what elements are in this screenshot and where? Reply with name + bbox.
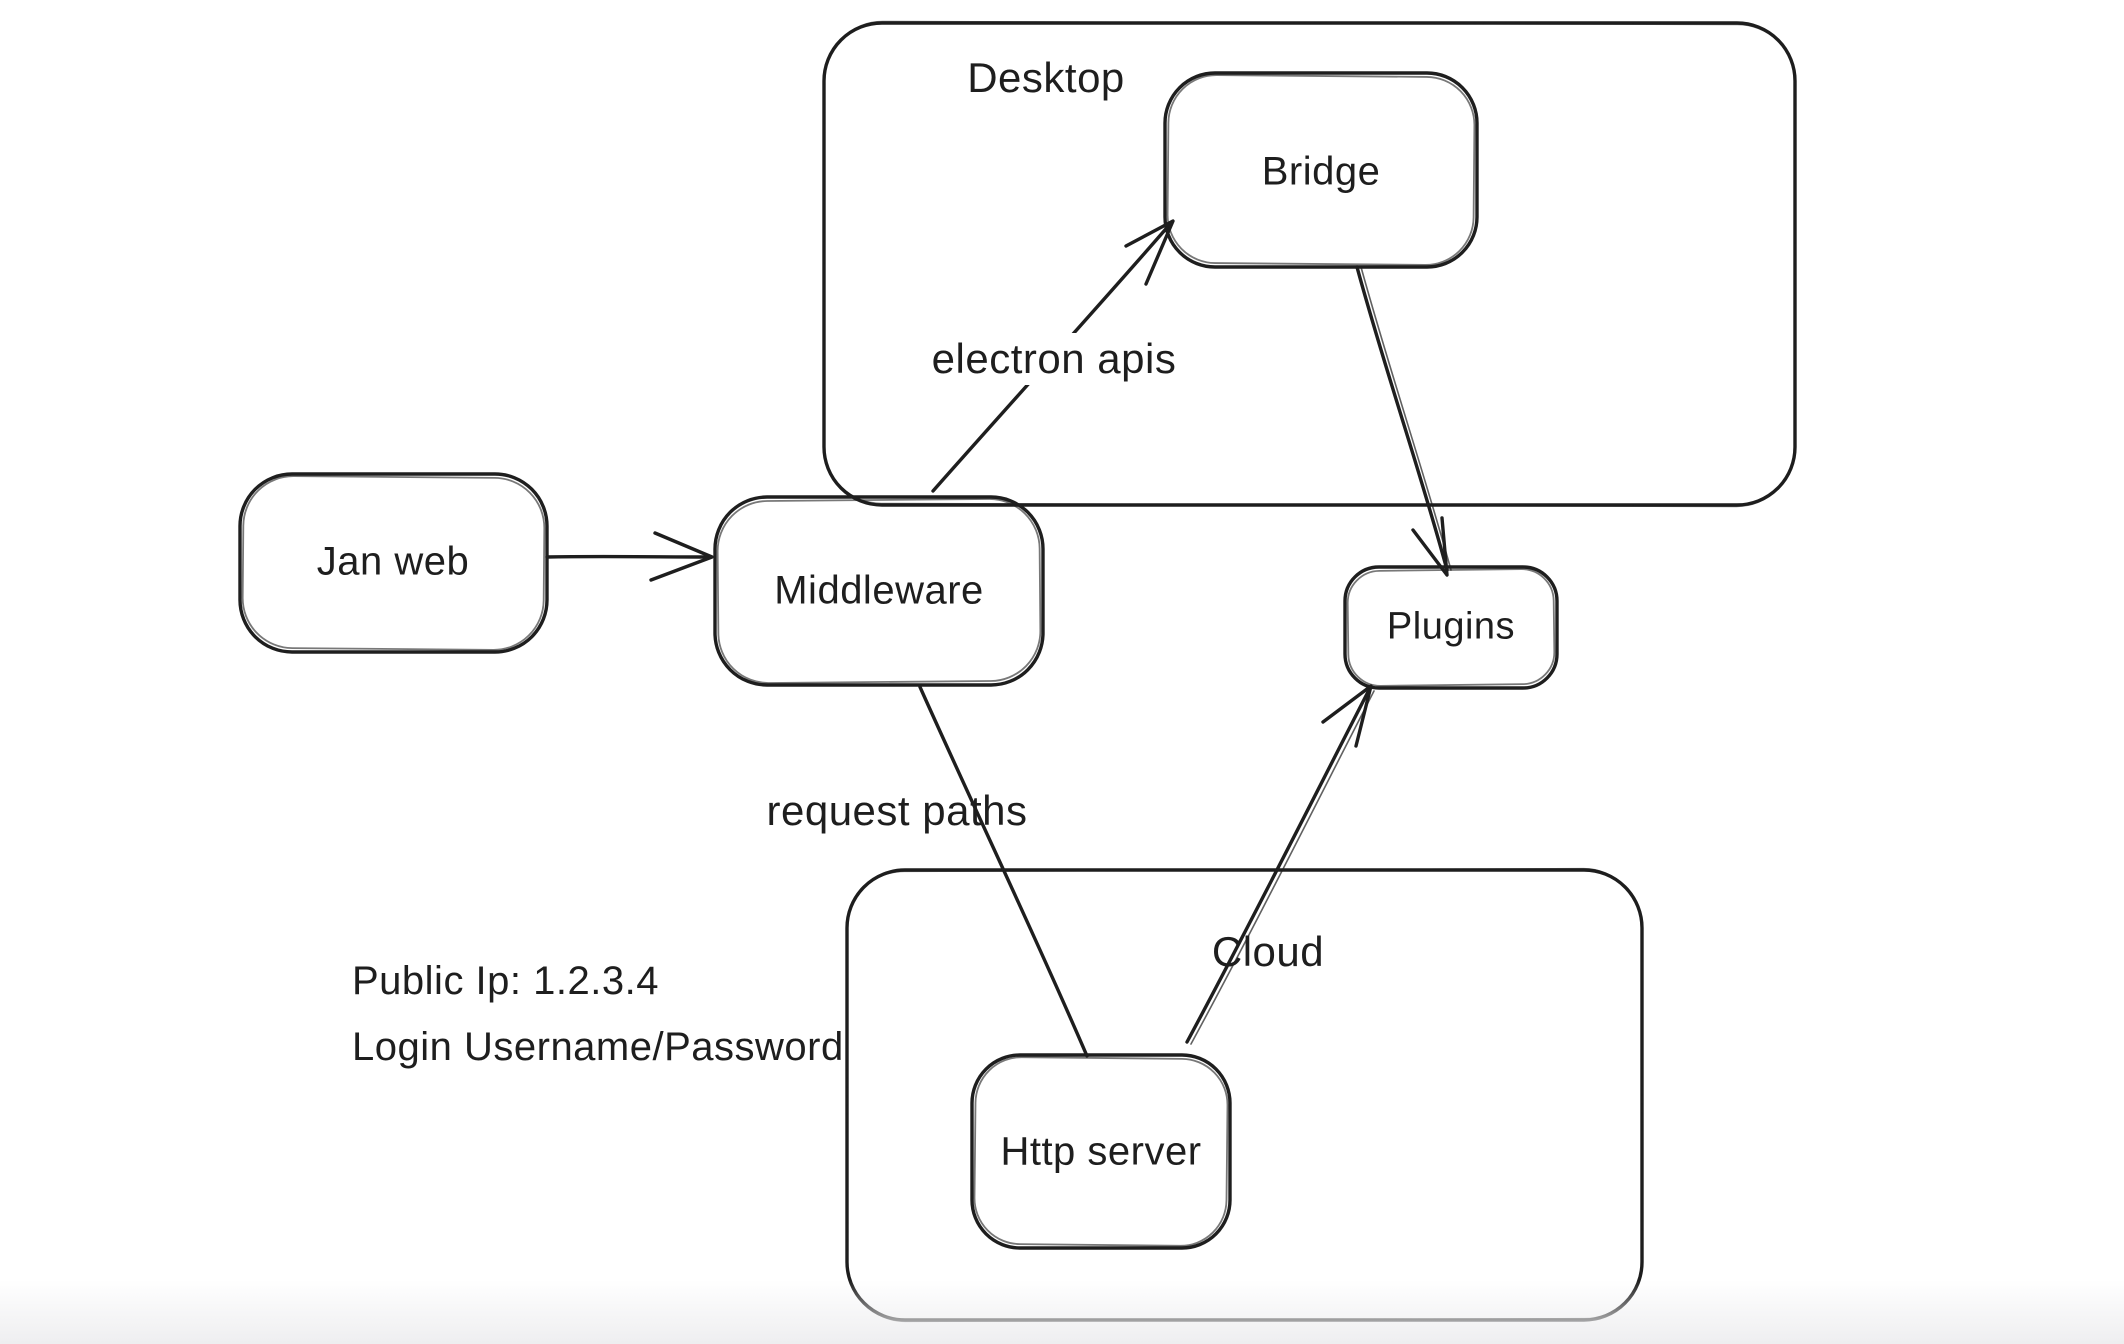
bridge-node-shape[interactable] bbox=[1163, 71, 1479, 269]
edge-line bbox=[1185, 686, 1372, 1044]
edge-line-sketch bbox=[1360, 266, 1452, 571]
edge-http-to-plugins[interactable] bbox=[1185, 684, 1375, 1045]
jan-web-node-label[interactable]: Jan web bbox=[316, 539, 470, 584]
http-server-rect-sketch bbox=[973, 1056, 1229, 1247]
http-server-node-shape[interactable] bbox=[970, 1053, 1232, 1250]
arrowhead-icon bbox=[1321, 684, 1373, 748]
middleware-node-shape[interactable] bbox=[713, 495, 1045, 687]
edge-label-electron-apis[interactable]: electron apis bbox=[923, 333, 1185, 385]
login-text: Login Username/Password bbox=[352, 1025, 844, 1069]
arrowhead-icon bbox=[1411, 516, 1449, 577]
bridge-node-label[interactable]: Bridge bbox=[1261, 149, 1381, 194]
desktop-container-label[interactable]: Desktop bbox=[967, 54, 1125, 101]
edge-label-request-paths[interactable]: request paths bbox=[766, 787, 1028, 834]
bridge-rect-sketch bbox=[1166, 74, 1476, 266]
middleware-rect bbox=[713, 495, 1045, 687]
http-server-node-label[interactable]: Http server bbox=[1000, 1129, 1202, 1174]
middleware-node-label[interactable]: Middleware bbox=[774, 568, 984, 613]
jan-web-rect bbox=[238, 472, 549, 654]
cloud-container-label[interactable]: Cloud bbox=[1211, 928, 1325, 975]
desktop-container-rect-sketch bbox=[822, 20, 1797, 508]
arrowhead-icon bbox=[1124, 219, 1175, 286]
edge-line bbox=[918, 685, 1089, 1058]
bridge-rect bbox=[1163, 71, 1479, 269]
jan-web-rect-sketch bbox=[241, 475, 546, 651]
credentials-note[interactable]: Public Ip: 1.2.3.4 Login Username/Passwo… bbox=[352, 948, 844, 1080]
desktop-container-shape[interactable] bbox=[822, 20, 1797, 508]
edge-middleware-to-http[interactable] bbox=[918, 685, 1089, 1058]
edge-line bbox=[1355, 265, 1449, 572]
public-ip-text: Public Ip: 1.2.3.4 bbox=[352, 959, 659, 1003]
edge-bridge-to-plugins[interactable] bbox=[1355, 265, 1452, 577]
jan-web-node-shape[interactable] bbox=[238, 472, 549, 654]
edge-janweb-to-middleware[interactable] bbox=[545, 531, 714, 582]
plugins-node-label[interactable]: Plugins bbox=[1386, 605, 1516, 648]
edge-line-sketch bbox=[1190, 690, 1375, 1045]
http-server-rect bbox=[970, 1053, 1232, 1250]
middleware-rect-sketch bbox=[716, 498, 1042, 684]
arrowhead-icon bbox=[649, 531, 714, 582]
